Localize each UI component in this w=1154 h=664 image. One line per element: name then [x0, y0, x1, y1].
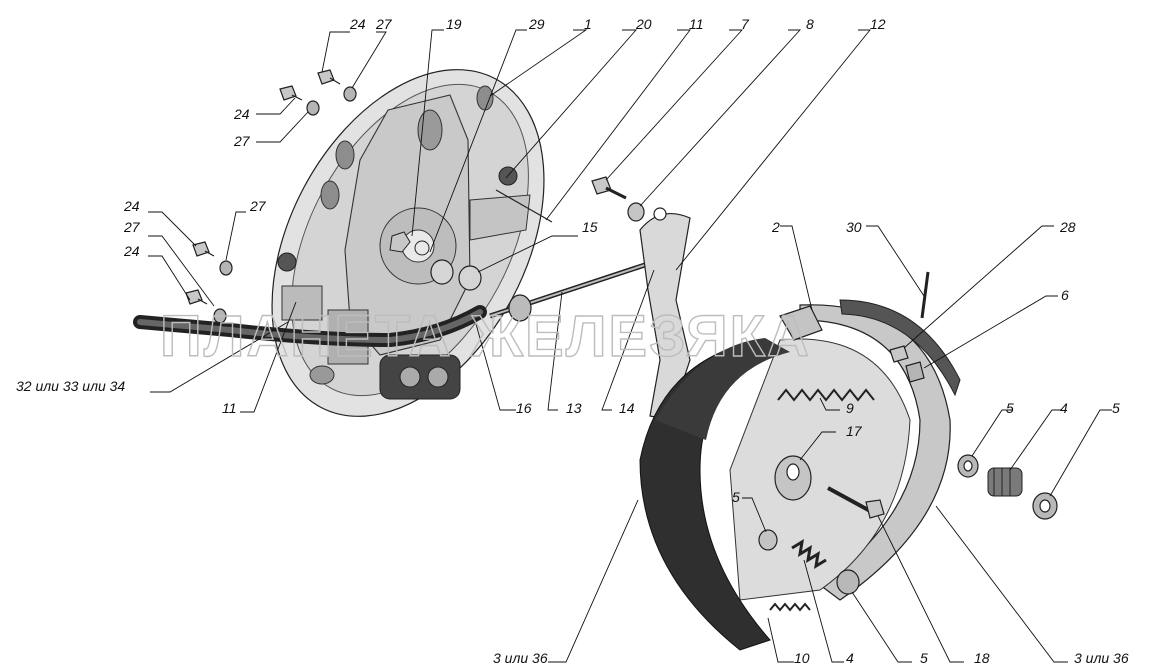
label-14: 14 [619, 400, 635, 416]
label-24: 24 [233, 106, 250, 122]
brake-shoe-assembly [639, 271, 961, 651]
label-28: 28 [1059, 219, 1076, 235]
label-27: 27 [249, 198, 267, 214]
label-16: 16 [516, 400, 532, 416]
label-5: 5 [1006, 400, 1014, 416]
label-5: 5 [1112, 400, 1120, 416]
parking-lever [639, 207, 691, 421]
label-27: 27 [375, 16, 393, 32]
label-18: 18 [974, 650, 990, 664]
bolts-washers-left [185, 241, 233, 324]
label-11: 11 [222, 400, 237, 416]
label-24: 24 [123, 243, 140, 259]
label-7: 7 [741, 16, 750, 32]
label-3-or-36: 3 или 36 [493, 650, 548, 664]
label-3-or-36: 3 или 36 [1074, 650, 1129, 664]
label-27: 27 [233, 133, 251, 149]
label-5: 5 [732, 489, 740, 505]
strut-rod [430, 257, 661, 322]
part-labels: 24 27 24 27 19 29 1 20 11 7 8 12 24 27 2… [16, 16, 1129, 664]
label-2: 2 [771, 219, 780, 235]
label-15: 15 [582, 219, 598, 235]
brake-cable [133, 305, 487, 400]
label-4: 4 [1060, 400, 1068, 416]
label-4: 4 [846, 650, 854, 664]
label-24: 24 [349, 16, 366, 32]
watermark-text: ПЛАНЕТА ЖЕЛЕЗЯКА [160, 304, 811, 369]
label-17: 17 [846, 423, 863, 439]
label-6: 6 [1061, 287, 1069, 303]
label-30: 30 [846, 219, 862, 235]
leader-lines [148, 29, 1112, 663]
label-27: 27 [123, 219, 141, 235]
label-9: 9 [846, 400, 854, 416]
spring-and-cups-right [957, 454, 1058, 520]
label-10: 10 [794, 650, 810, 664]
bolts-washers-upper [279, 69, 357, 116]
label-12: 12 [870, 16, 886, 32]
label-5: 5 [920, 650, 928, 664]
label-29: 29 [528, 16, 545, 32]
label-13: 13 [566, 400, 582, 416]
label-8: 8 [806, 16, 814, 32]
label-24: 24 [123, 198, 140, 214]
label-32-33-34: 32 или 33 или 34 [16, 378, 125, 394]
bolt-and-washer [591, 176, 645, 222]
label-19: 19 [446, 16, 462, 32]
label-20: 20 [635, 16, 652, 32]
label-1: 1 [584, 16, 592, 32]
label-11: 11 [689, 16, 704, 32]
